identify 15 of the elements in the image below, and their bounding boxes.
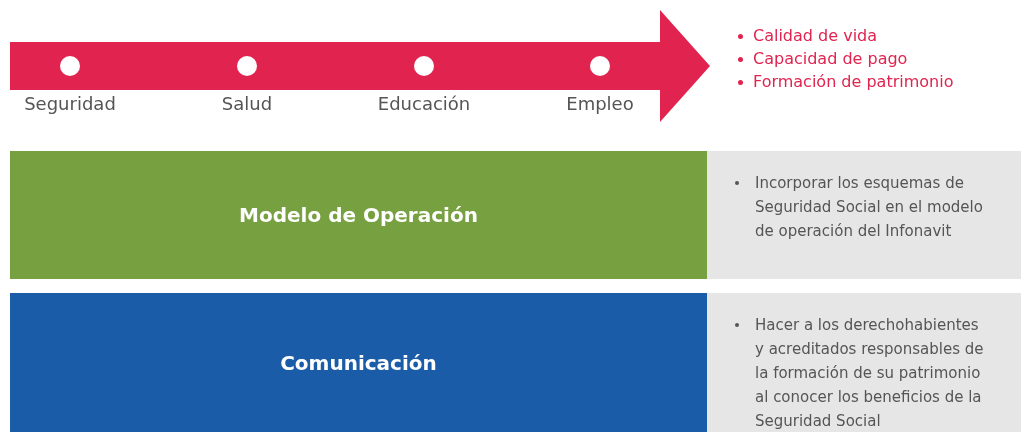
description-panel xyxy=(707,293,1021,432)
category-panel xyxy=(10,151,707,279)
milestone-label: Empleo xyxy=(566,93,634,114)
milestone-label: Seguridad xyxy=(24,93,116,114)
bullet-item: Capacidad de pago xyxy=(735,49,908,68)
bullet-text: Incorporar los esquemas de Seguridad Social en el modelo de operación del Infonavit xyxy=(755,173,984,242)
panel-title: Comunicación xyxy=(280,350,437,375)
milestone-label: Salud xyxy=(221,93,273,114)
category-panel xyxy=(10,293,707,432)
bullet-item: Formación de patrimonio xyxy=(735,72,954,91)
bullet-text: Hacer a los derechohabientes y acreditados responsables de la formación de su patrimonio al conocer los beneficios de la Seguridad Social xyxy=(755,315,985,432)
description-panel xyxy=(707,151,1021,279)
milestone-label: Educación xyxy=(377,93,471,114)
bullet-item: Calidad de vida xyxy=(735,26,878,45)
panel-title: Modelo de Operación xyxy=(239,203,478,227)
